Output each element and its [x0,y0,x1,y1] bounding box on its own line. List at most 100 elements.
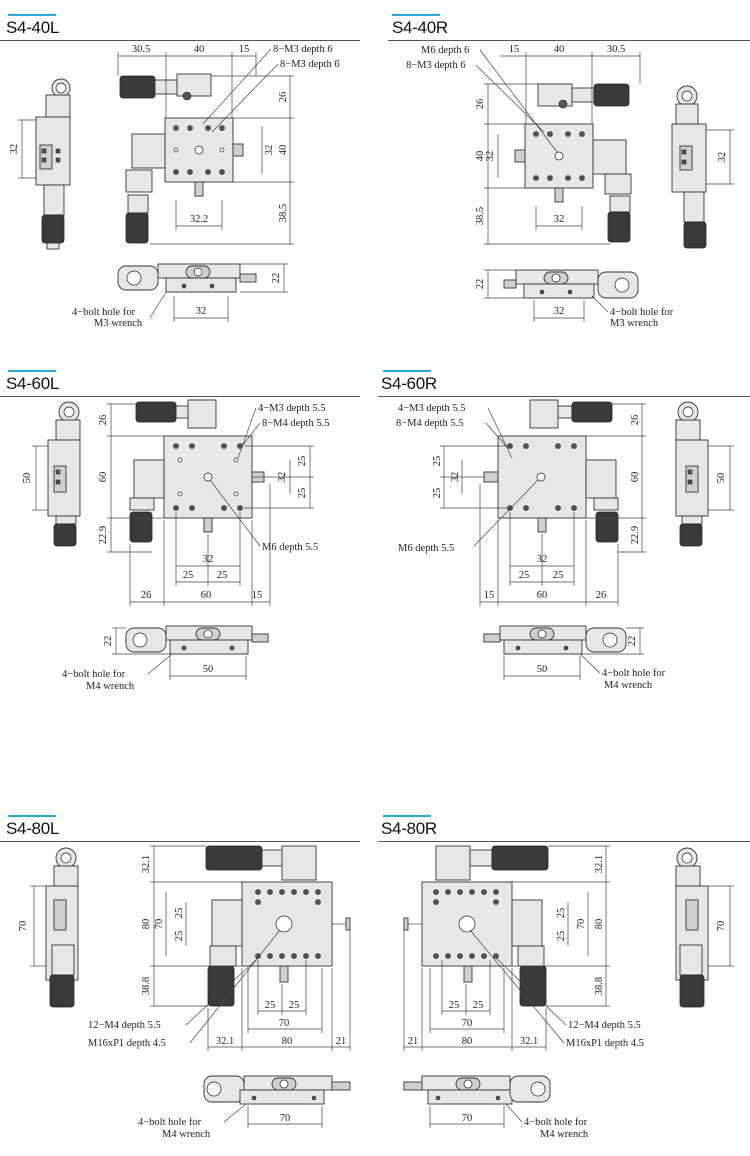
dim-label: 26 [475,99,486,110]
title-accent [8,14,56,16]
callout-text: 4−bolt hole for [72,307,136,318]
callout-text: 4−bolt hole for [138,1117,202,1128]
front-view [203,1075,351,1105]
callout-text: M6 depth 5.5 [398,543,454,554]
dim-label: 70 [154,919,165,930]
side-view [671,85,707,249]
s4-60r-drawing: 26 60 22.9 25 25 32 4−M3 depth 5.5 8−M4 … [396,399,734,691]
dim-label: 80 [282,1036,293,1047]
front-view [503,269,639,299]
dim-label: 25 [553,570,564,581]
callout-text: M4 wrench [86,681,135,692]
dim-label: 26 [630,415,641,426]
callout-text: 4−bolt hole for [524,1117,588,1128]
title-rule [0,396,360,397]
dim-label: 25 [289,1000,300,1011]
title-accent [383,370,431,372]
dim-label: 15 [484,590,495,601]
dim-label: 32 [450,472,461,483]
callout-text: M4 wrench [162,1129,211,1140]
panel-title: S4-80L [6,819,60,838]
title-rule [378,396,750,397]
top-view [403,845,549,1007]
dim-label: 25 [265,1000,276,1011]
panel-title: S4-80R [381,819,437,838]
callout-text: M3 wrench [610,318,659,329]
s4-40r-drawing: 15 40 30.5 M6 depth 6 8−M3 depth 6 26 40… [406,44,734,329]
callout-text: M16xP1 depth 4.5 [566,1038,644,1049]
dim-label: 40 [475,151,486,162]
dim-label: 70 [716,921,727,932]
title-accent [8,370,56,372]
dim-label: 30.5 [132,44,150,55]
dim-label: 26 [141,590,152,601]
dim-label: 25 [473,1000,484,1011]
dim-label: 32.1 [520,1036,538,1047]
panel-title: S4-40L [6,18,60,37]
dim-label: 15 [239,44,250,55]
dim-label: 25 [556,931,567,942]
dim-label: 22 [627,636,638,647]
dim-label: 70 [576,919,587,930]
side-view [47,401,81,547]
top-view [205,845,351,1007]
panel-title: S4-60L [6,374,60,393]
top-view [129,399,265,543]
dim-label: 32.1 [216,1036,234,1047]
dim-label: 60 [201,590,212,601]
side-view [45,847,79,1008]
title-rule [0,40,360,41]
dim-label: 25 [297,488,308,499]
dim-label: 22.9 [98,526,109,544]
dim-label: 70 [280,1113,291,1124]
dim-label: 40 [194,44,205,55]
dim-label: 38.8 [141,977,152,995]
dim-label: 40 [554,44,565,55]
dim-label: 21 [408,1036,419,1047]
dim-label: 22 [103,636,114,647]
dim-label: 32 [554,214,565,225]
dim-label: 25 [432,488,443,499]
dim-label: 26 [98,415,109,426]
callout-text: 4−bolt hole for [62,669,126,680]
callout-text: 8−M4 depth 5.5 [396,418,463,429]
dim-label: 21 [336,1036,347,1047]
s4-80l-drawing: 70 32.1 80 38.8 70 25 25 [18,845,351,1140]
callout-text: 4−M3 depth 5.5 [258,403,325,414]
s4-40l-drawing: 32 30.5 40 15 8−M3 depth 6 [9,44,340,329]
dim-label: 22 [271,273,282,284]
title-accent [383,815,431,817]
dim-label: 25 [174,908,185,919]
top-view [483,399,619,543]
dim-label: 32 [717,152,728,163]
callout-text: 8−M3 depth 6 [406,60,466,71]
dim-label: 25 [449,1000,460,1011]
front-view [117,263,257,293]
s4-60l-drawing: 50 26 60 22.9 25 25 [22,399,329,692]
top-view [514,83,632,243]
dim-label: 30.5 [607,44,625,55]
title-rule [378,841,750,842]
side-view [35,78,71,250]
dim-label: 38.5 [278,204,289,222]
dim-label: 32.2 [190,214,208,225]
dim-label: 25 [174,931,185,942]
dim-label: 25 [217,570,228,581]
callout-text: 4−bolt hole for [602,668,666,679]
front-view [403,1075,551,1105]
dim-label: 80 [594,919,605,930]
dim-label: 25 [519,570,530,581]
dim-label: 25 [183,570,194,581]
dim-label: 26 [278,92,289,103]
callout-text: M3 wrench [94,318,143,329]
dim-label: 22.9 [630,526,641,544]
dim-label: 50 [203,664,214,675]
callout-text: M6 depth 5.5 [262,542,318,553]
title-accent [8,815,56,817]
dim-label: 80 [462,1036,473,1047]
dim-label: 70 [462,1113,473,1124]
dim-label: 40 [278,145,289,156]
top-view [119,73,244,244]
dim-label: 38.5 [475,207,486,225]
